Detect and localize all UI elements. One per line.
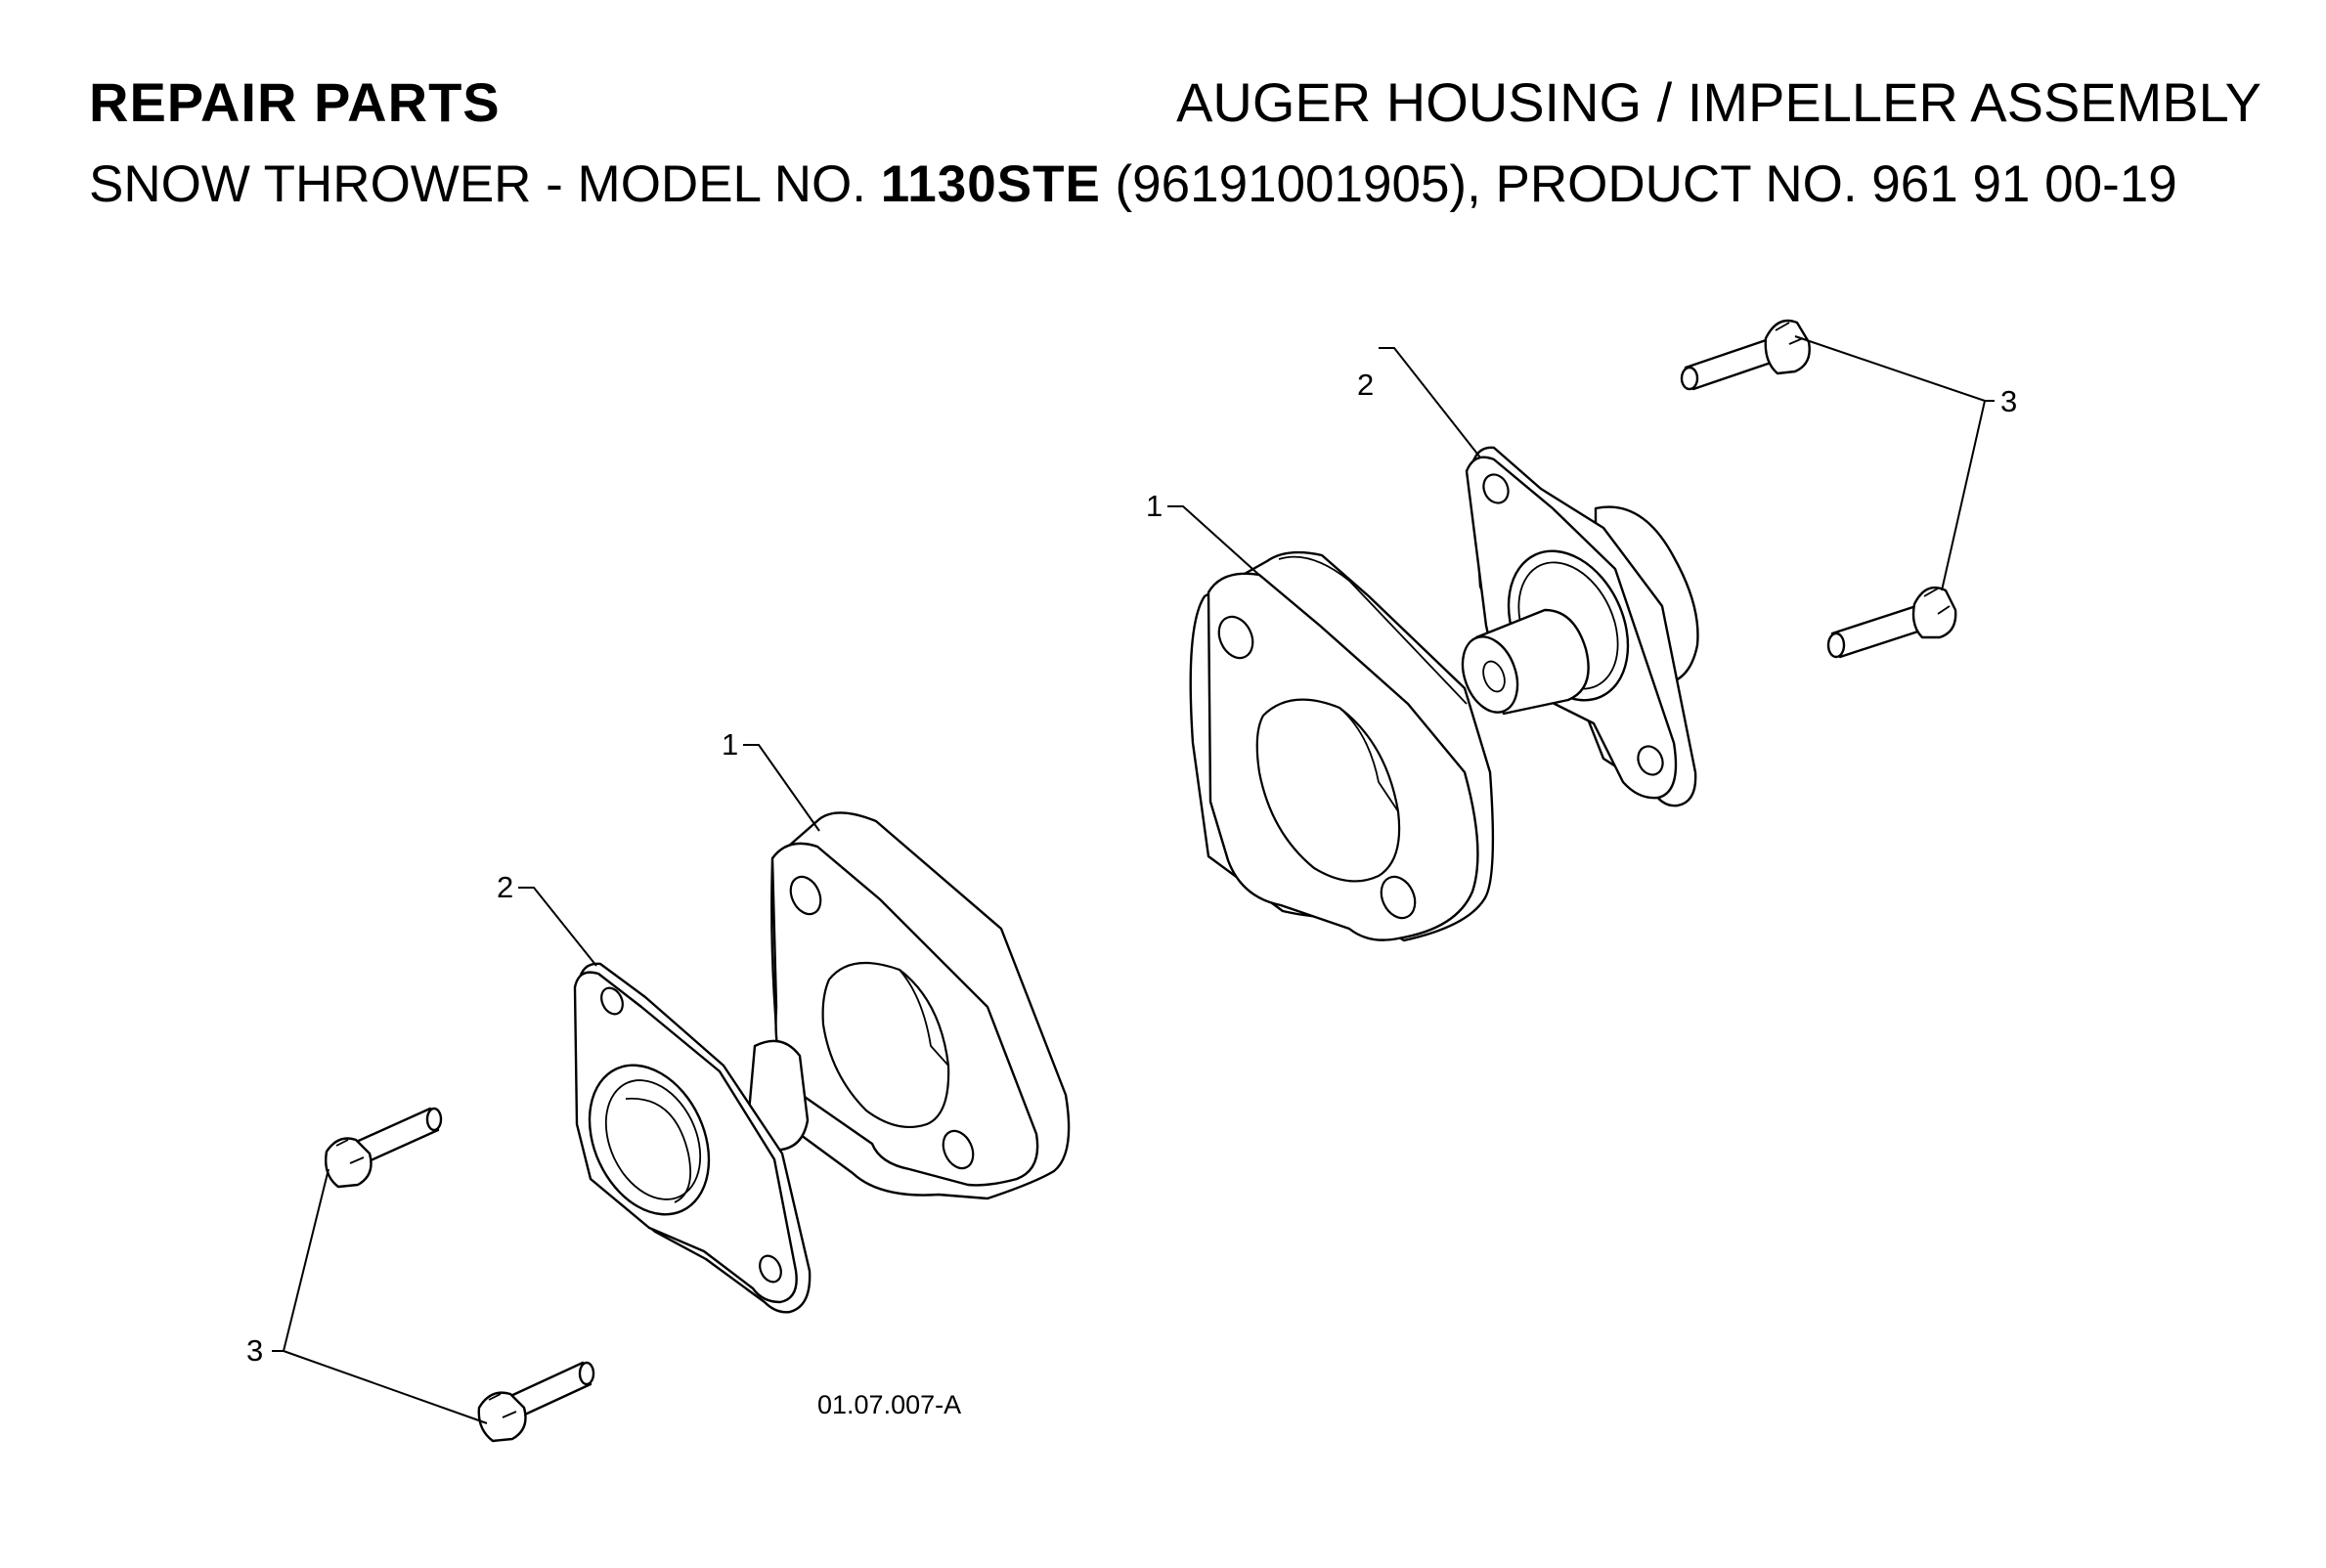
- subtitle-suffix: (96191001905), PRODUCT NO. 961 91 00-19: [1115, 155, 2177, 213]
- bolt-right-lower: [1826, 586, 1957, 659]
- subtitle-prefix: SNOW THROWER - MODEL NO.: [89, 155, 866, 213]
- callout-bolts-left: 3: [246, 1333, 263, 1368]
- callout-bearing-right: 2: [1357, 368, 1374, 402]
- leader-lines: [272, 335, 1995, 1424]
- bolt-left-lower: [477, 1361, 595, 1443]
- model-number: 1130STE: [880, 155, 1101, 213]
- spacer-block-right: [1189, 550, 1495, 942]
- flange-bearing-right: [1461, 446, 1699, 807]
- assembly-title: AUGER HOUSING / IMPELLER ASSEMBLY: [1176, 71, 2261, 133]
- drawing-number: 01.07.007-A: [817, 1390, 961, 1419]
- callout-spacer-right: 1: [1146, 489, 1163, 523]
- flange-bearing-left: [573, 962, 812, 1314]
- model-subtitle: SNOW THROWER - MODEL NO. 1130STE (961910…: [89, 154, 2177, 214]
- spacer-block-left: [770, 811, 1071, 1200]
- bolt-right-upper: [1680, 319, 1811, 391]
- bolt-left-upper: [325, 1107, 443, 1189]
- callout-bolts-right: 3: [2000, 384, 2017, 418]
- callout-spacer-left: 1: [722, 727, 738, 762]
- callout-bearing-left: 2: [497, 870, 513, 904]
- section-title: REPAIR PARTS: [89, 71, 501, 133]
